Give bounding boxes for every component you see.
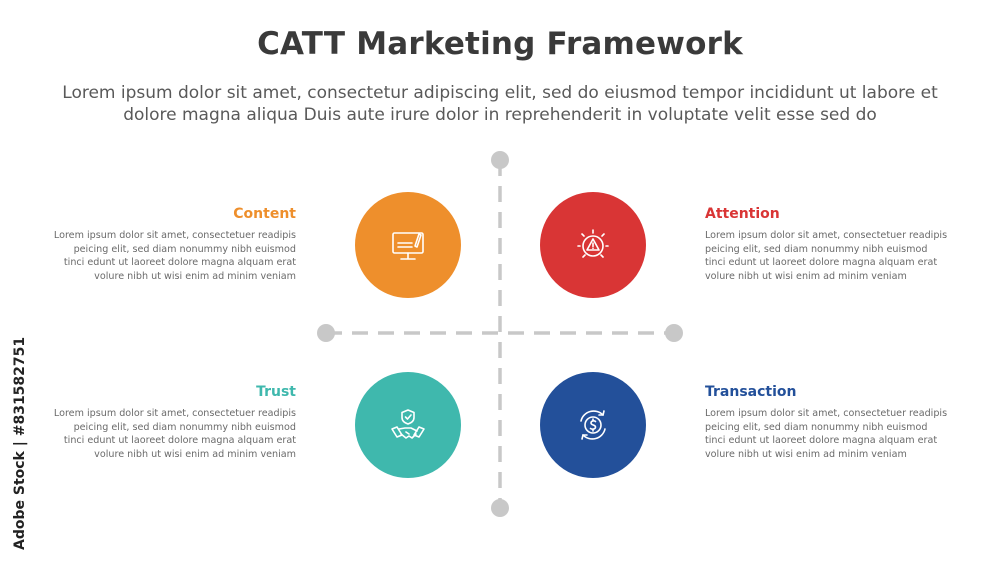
attention-label: Attention (705, 206, 780, 222)
stock-watermark: Adobe Stock | #831582751 (12, 336, 28, 550)
attention-description: Lorem ipsum dolor sit amet, consectetuer… (705, 230, 948, 282)
dollar-cycle-icon (580, 410, 606, 440)
content-circle (355, 192, 461, 298)
attention-circle (540, 192, 646, 298)
page-title: CATT Marketing Framework (257, 26, 743, 62)
alert-icon (577, 229, 609, 258)
transaction-description: Lorem ipsum dolor sit amet, consectetuer… (705, 408, 948, 460)
axis-endpoint-left (317, 324, 335, 342)
axis-endpoint-right (665, 324, 683, 342)
handshake-shield-icon (391, 409, 425, 439)
transaction-circle (540, 372, 646, 478)
axis-endpoint-top (491, 151, 509, 169)
axis-endpoint-bottom (491, 499, 509, 517)
computer-edit-icon (392, 232, 424, 260)
transaction-label: Transaction (705, 384, 797, 400)
content-description: Lorem ipsum dolor sit amet, consectetuer… (53, 230, 296, 282)
trust-label: Trust (256, 384, 296, 400)
trust-circle (355, 372, 461, 478)
trust-description: Lorem ipsum dolor sit amet, consectetuer… (53, 408, 296, 460)
content-label: Content (233, 206, 296, 222)
page-subtitle: Lorem ipsum dolor sit amet, consectetur … (62, 83, 938, 125)
